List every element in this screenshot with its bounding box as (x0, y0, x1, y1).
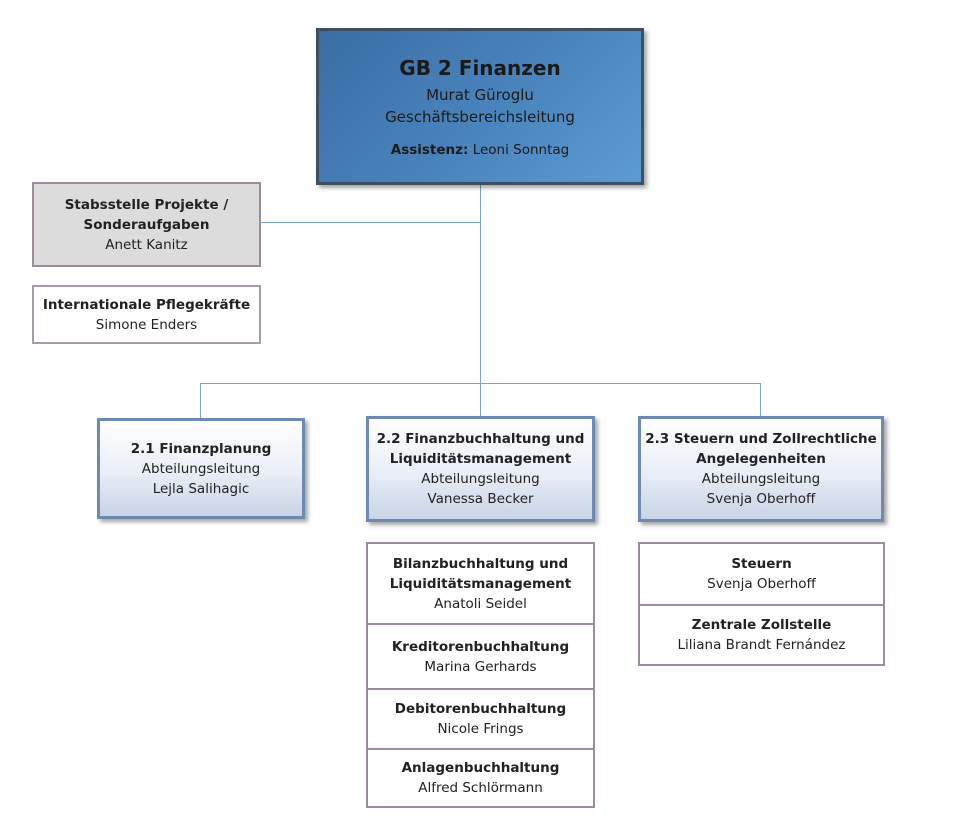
dept-title: 2.2 Finanzbuchhaltung und (376, 431, 585, 447)
unit-box-debitoren: Debitorenbuchhaltung Nicole Frings (366, 688, 595, 750)
dept-role: Abteilungsleitung (701, 471, 821, 487)
dept-name: Vanessa Becker (427, 491, 534, 507)
dept-title: 2.3 Steuern und Zollrechtliche (645, 431, 877, 447)
dept-box-2-1: 2.1 Finanzplanung Abteilungsleitung Lejl… (97, 418, 305, 519)
dept-role: Abteilungsleitung (141, 460, 261, 477)
unit-box-bilanz: Bilanzbuchhaltung und Liquiditätsmanagem… (366, 542, 595, 625)
assistant-name: Leoni Sonntag (468, 141, 570, 158)
dept-role: Abteilungsleitung (421, 471, 540, 487)
staff-name: Simone Enders (95, 316, 198, 333)
dept-title: Liquiditätsmanagement (389, 451, 572, 467)
unit-name: Svenja Oberhoff (707, 576, 816, 592)
unit-box-kreditoren: Kreditorenbuchhaltung Marina Gerhards (366, 623, 595, 690)
unit-title: Steuern (731, 556, 792, 572)
unit-title: Bilanzbuchhaltung und (392, 555, 569, 572)
dept-name: Lejla Salihagic (152, 480, 250, 497)
staff-title: Sonderaufgaben (83, 216, 210, 233)
connector-trunk (480, 185, 481, 384)
connector-dept-1 (200, 383, 201, 418)
org-head-title: GB 2 Finanzen (399, 55, 561, 80)
unit-name: Marina Gerhards (424, 658, 537, 675)
staff-box-international: Internationale Pflegekräfte Simone Ender… (32, 285, 261, 344)
dept-box-2-2: 2.2 Finanzbuchhaltung und Liquiditätsman… (366, 416, 595, 522)
assistant-label: Assistenz: (390, 141, 469, 158)
unit-box-anlagen: Anlagenbuchhaltung Alfred Schlörmann (366, 748, 595, 808)
unit-name: Nicole Frings (437, 721, 524, 737)
unit-title: Kreditorenbuchhaltung (391, 638, 570, 655)
unit-name: Anatoli Seidel (434, 595, 527, 612)
unit-title: Anlagenbuchhaltung (401, 760, 560, 776)
connector-dept-3 (760, 383, 761, 416)
unit-name: Liliana Brandt Fernández (677, 637, 846, 653)
unit-name: Alfred Schlörmann (418, 780, 543, 796)
org-head-assistant: Assistenz: Leoni Sonntag (391, 140, 570, 160)
org-head-name: Murat Güroglu (426, 85, 534, 104)
dept-name: Svenja Oberhoff (706, 491, 816, 507)
org-head-box: GB 2 Finanzen Murat Güroglu Geschäftsber… (316, 28, 644, 185)
staff-name: Anett Kanitz (105, 236, 188, 253)
staff-title: Internationale Pflegekräfte (42, 296, 251, 313)
unit-title: Zentrale Zollstelle (691, 617, 832, 633)
dept-box-2-3: 2.3 Steuern und Zollrechtliche Angelegen… (638, 416, 884, 522)
unit-box-zoll: Zentrale Zollstelle Liliana Brandt Ferná… (638, 604, 885, 666)
dept-title: 2.1 Finanzplanung (130, 440, 272, 457)
unit-box-steuern: Steuern Svenja Oberhoff (638, 542, 885, 606)
staff-box-projects: Stabsstelle Projekte / Sonderaufgaben An… (32, 182, 261, 267)
org-head-role: Geschäftsbereichsleitung (385, 107, 575, 126)
connector-staff (261, 222, 480, 223)
unit-title: Liquiditätsmanagement (389, 575, 572, 592)
unit-title: Debitorenbuchhaltung (394, 701, 567, 717)
connector-dept-2 (480, 383, 481, 416)
staff-title: Stabsstelle Projekte / (64, 196, 229, 213)
dept-title: Angelegenheiten (696, 451, 826, 467)
